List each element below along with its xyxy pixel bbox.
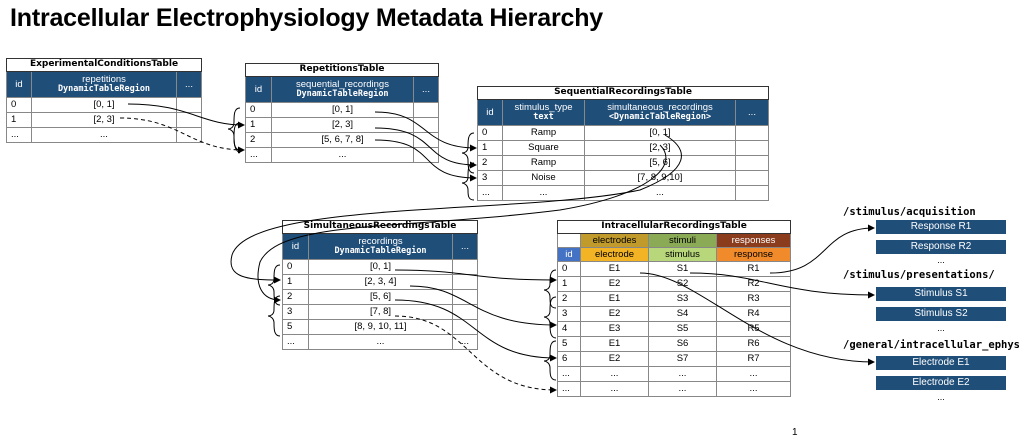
- brace-sqt-b: [461, 162, 475, 201]
- brace-irt-a: [543, 269, 557, 309]
- electrode-e2-box: Electrode E2: [876, 376, 1006, 390]
- stimulus-s2-box: Stimulus S2: [876, 307, 1006, 321]
- table-row: 1[2, 3]: [245, 117, 440, 133]
- table-row: 5[8, 9, 10, 11]: [282, 319, 479, 335]
- brace-sit-b: [267, 295, 281, 337]
- stimulus-s1-box: Stimulus S1: [876, 287, 1006, 301]
- arrow-rt-row0: [374, 111, 477, 152]
- arrow-sit-row3: [394, 315, 557, 394]
- table-row: .........: [282, 334, 479, 350]
- arrow-ect-row1: [119, 117, 245, 154]
- arrow-rt-row1: [374, 127, 477, 169]
- header-more: ...: [175, 71, 203, 98]
- header-simultaneous-recordings: simultaneous_recordings<DynamicTableRegi…: [584, 99, 736, 126]
- subheader-stimulus: stimulus: [648, 247, 717, 262]
- section-stimulus-acquisition: /stimulus/acquisition: [843, 206, 976, 218]
- presentations-more: ...: [937, 323, 945, 333]
- arrow-sit-row1: [409, 285, 557, 329]
- electrode-e1-box: Electrode E1: [876, 356, 1006, 370]
- header-id: id: [282, 233, 309, 260]
- response-r2-box: Response R2: [876, 240, 1006, 254]
- table-row: .........: [477, 185, 770, 201]
- brace-sqt-a: [461, 132, 475, 174]
- section-stimulus-presentations: /stimulus/presentations/: [843, 269, 995, 281]
- ephys-more: ...: [937, 392, 945, 402]
- table-row: ......: [245, 147, 440, 163]
- section-general-intracellular-ephys: /general/intracellular_ephys: [843, 339, 1019, 351]
- arrow-sqt-row1: [257, 144, 667, 304]
- table-row: ............: [557, 381, 792, 397]
- arrow-response-r1: [769, 224, 875, 274]
- table-row: 0[0, 1]: [245, 102, 440, 118]
- table-row: ............: [557, 366, 792, 382]
- diagram-title: Intracellular Electrophysiology Metadata…: [10, 4, 603, 32]
- arrow-sit-row2: [394, 299, 557, 362]
- arrow-stimulus-s1: [689, 272, 875, 299]
- page-number: 1: [792, 427, 798, 438]
- arrow-ect-row0: [127, 103, 245, 129]
- brace-sit-a: [267, 264, 281, 306]
- header-id: id: [245, 76, 272, 103]
- arrow-sqt-row0: [230, 134, 682, 284]
- arrow-rt-row2: [374, 139, 477, 182]
- header-more: ...: [734, 99, 770, 126]
- brace-irt-c: [543, 340, 557, 381]
- response-r1-box: Response R1: [876, 220, 1006, 234]
- repetitions-table: RepetitionsTable id sequential_recording…: [244, 63, 440, 163]
- header-id: id: [6, 71, 32, 98]
- table-caption: SequentialRecordingsTable: [476, 86, 770, 100]
- header-more: ...: [412, 76, 440, 103]
- intracellular-recordings-table: IntracellularRecordingsTable electrodes …: [556, 220, 792, 397]
- brace-rt-b: [233, 122, 241, 154]
- acquisition-more: ...: [937, 255, 945, 265]
- header-id: id: [477, 99, 503, 126]
- table-caption: RepetitionsTable: [244, 63, 440, 77]
- brace-irt-b: [543, 296, 557, 339]
- sequential-recordings-table: SequentialRecordingsTable id stimulus_ty…: [476, 86, 770, 201]
- arrow-electrode-e1: [639, 272, 875, 366]
- arrow-sit-row0: [394, 269, 557, 284]
- subheader-id: id: [557, 247, 581, 262]
